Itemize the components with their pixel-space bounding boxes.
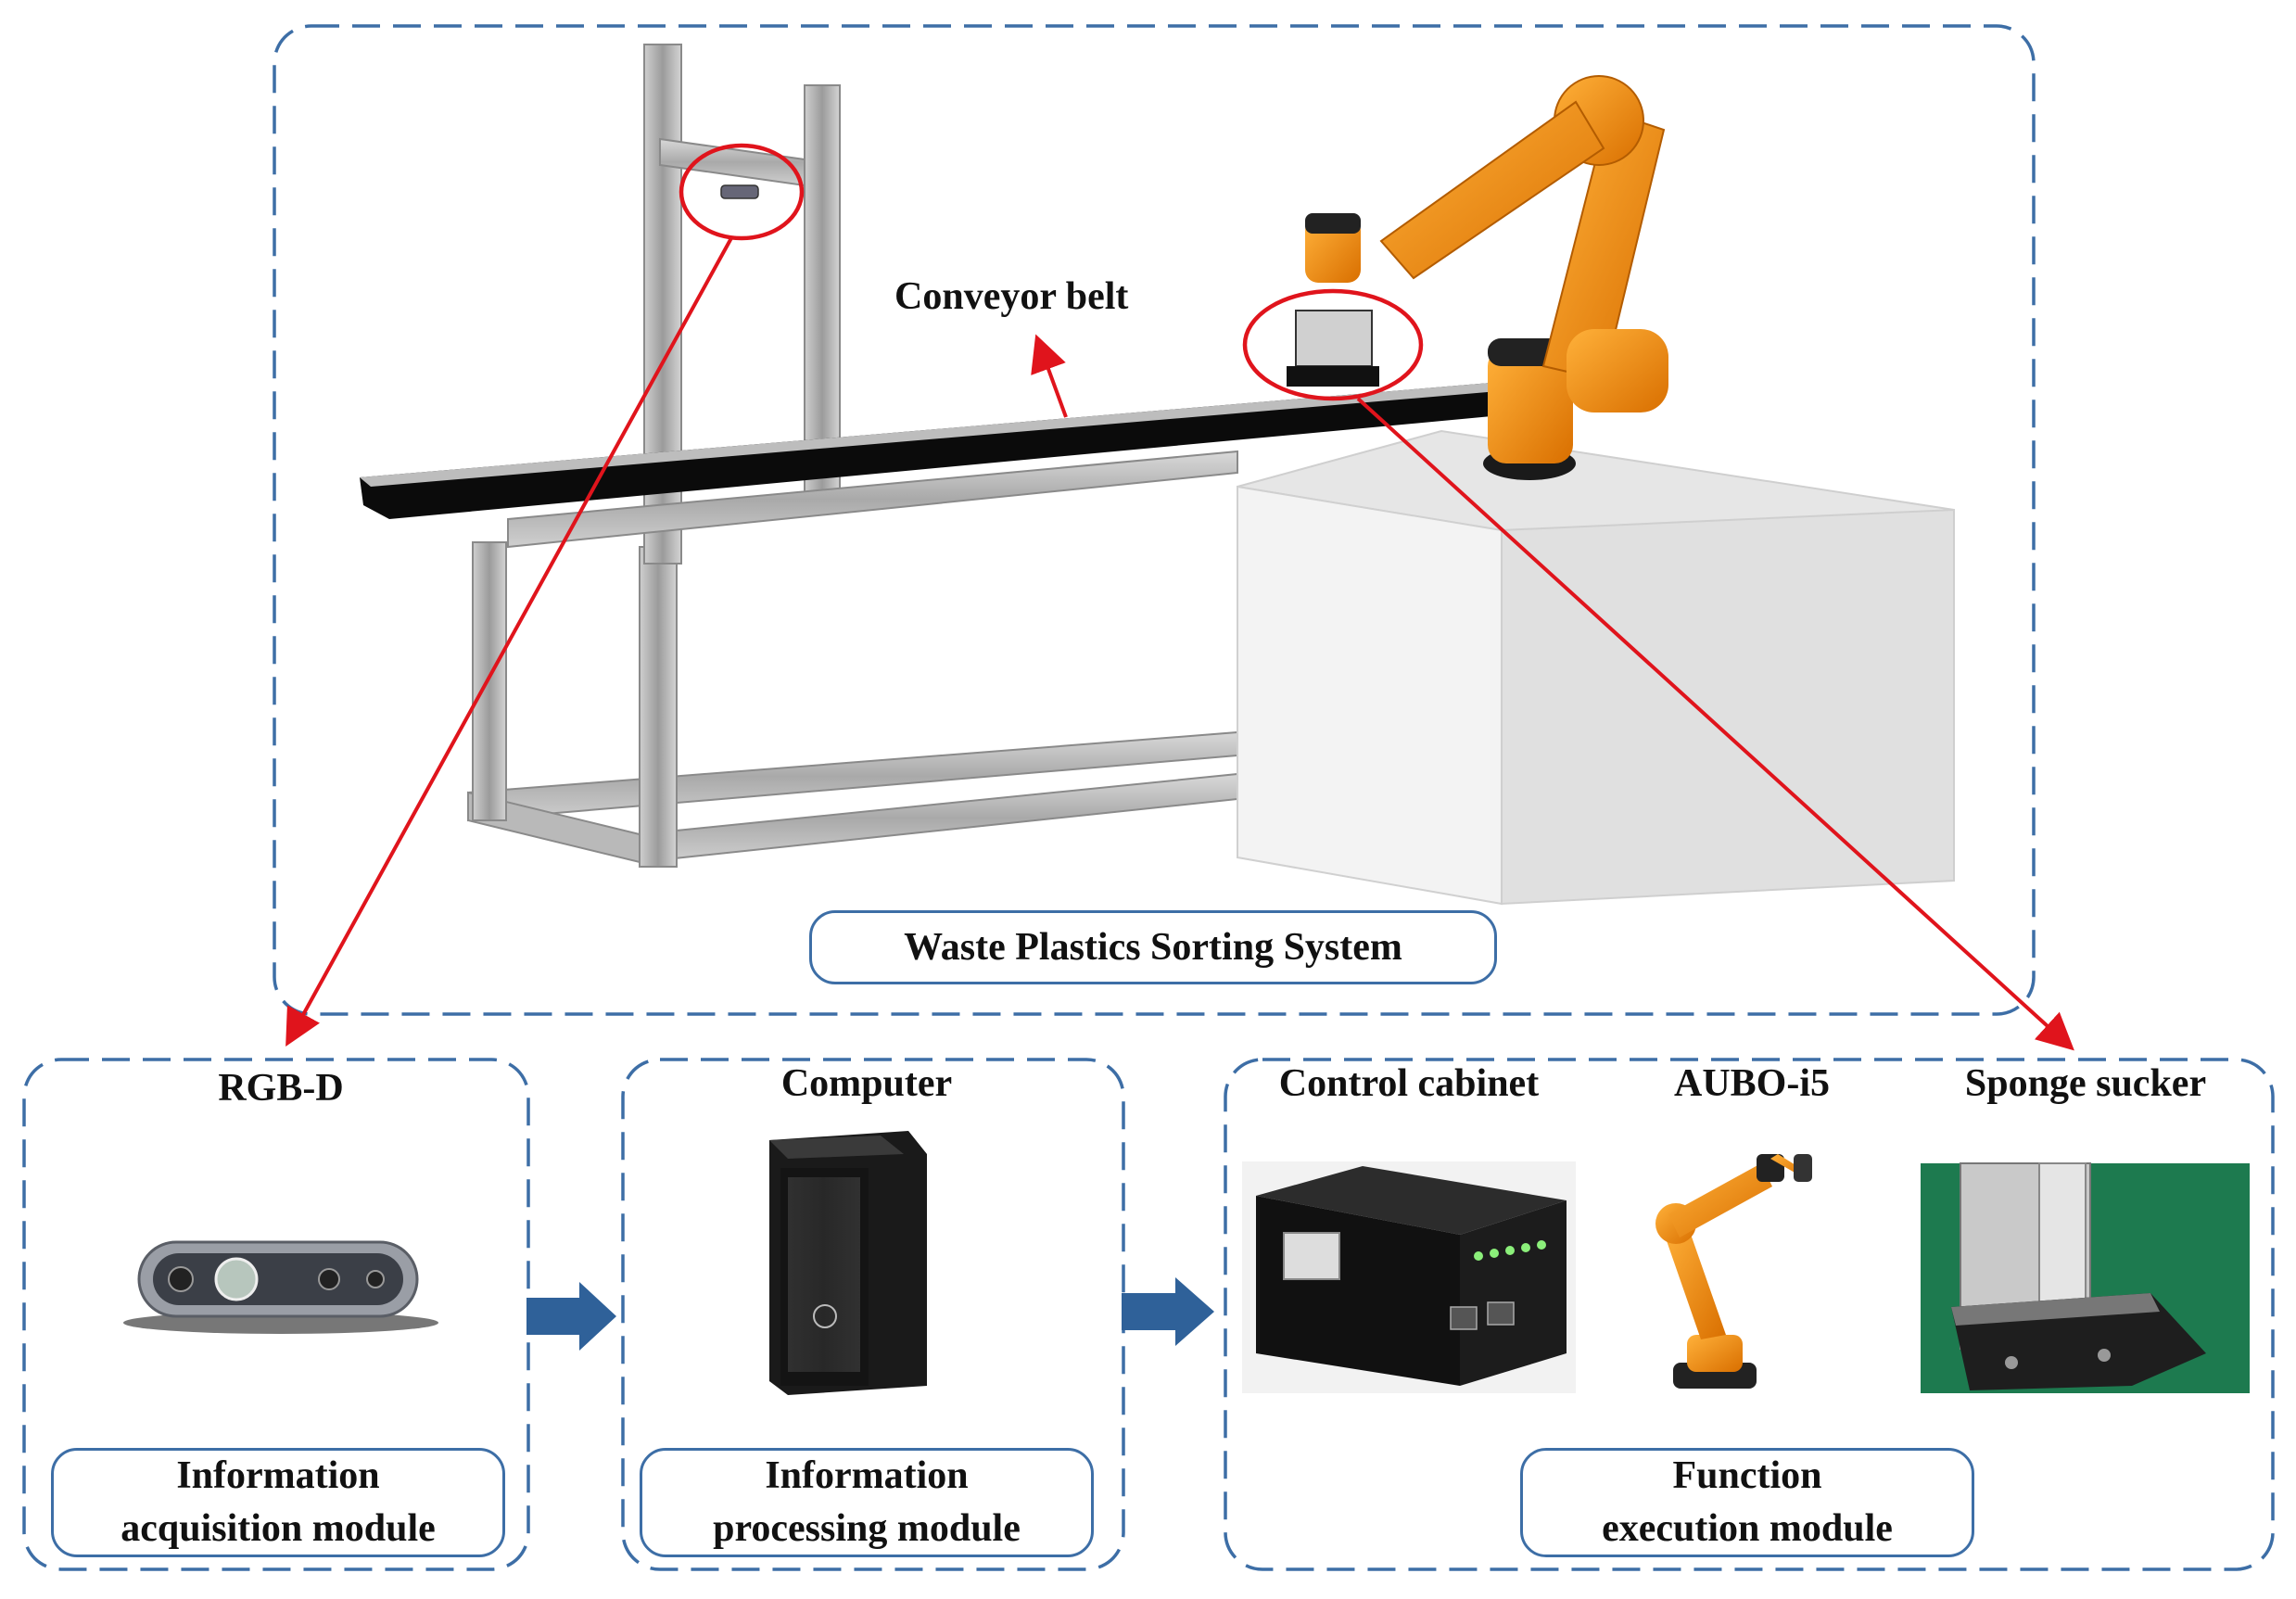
flow-arrow-2 — [1122, 1277, 1214, 1346]
acquisition-module-box: Information acquisition module — [51, 1448, 505, 1557]
camera-callout-circle — [679, 143, 805, 241]
gripper-callout-circle — [1242, 288, 1424, 401]
execution-module-frame — [1224, 1058, 2275, 1571]
sponge-sucker-image — [1921, 1162, 2250, 1393]
execution-line2: execution module — [1602, 1507, 1893, 1550]
rgbd-label: RGB-D — [218, 1067, 344, 1110]
execution-module-box: Function execution module — [1520, 1448, 1974, 1557]
system-title-box: Waste Plastics Sorting System — [809, 910, 1497, 984]
conveyor-scene — [360, 44, 1955, 906]
computer-image — [769, 1131, 927, 1395]
processing-line2: processing module — [713, 1507, 1021, 1550]
frame-leg — [472, 541, 507, 821]
camera-small — [720, 184, 759, 199]
rgbd-camera-image — [123, 1240, 438, 1334]
computer-label: Computer — [780, 1062, 953, 1105]
robot-base-joint — [1488, 348, 1573, 463]
gripper-callout-arrow — [1356, 397, 2074, 1051]
sponge-sucker-small — [1295, 310, 1373, 367]
sponge-sucker-label: Sponge sucker — [1964, 1062, 2207, 1105]
processing-module-box: Information processing module — [640, 1448, 1094, 1557]
acquisition-line1: Information — [176, 1454, 380, 1498]
frame-leg — [639, 546, 678, 868]
conveyor-belt-edge — [360, 382, 1520, 487]
robot-wrist-cap — [1305, 213, 1361, 234]
conveyor-label-arrow — [1031, 334, 1068, 418]
execution-line1: Function — [1672, 1454, 1822, 1498]
system-frame — [273, 24, 2036, 1016]
aubo-label: AUBO-i5 — [1674, 1062, 1830, 1105]
conveyor-belt-label: Conveyor belt — [894, 275, 1129, 318]
robot-wrist — [1305, 218, 1361, 283]
control-cabinet-label: Control cabinet — [1278, 1062, 1540, 1105]
conveyor-side-rail — [507, 450, 1238, 549]
conveyor-belt — [360, 382, 1529, 519]
control-cabinet-image — [1242, 1161, 1576, 1393]
box-side — [1501, 508, 1955, 906]
gantry-upright-right — [804, 84, 841, 494]
aubo-arm-image — [1655, 1154, 1812, 1389]
robot-forearm — [1379, 100, 1605, 280]
box-front — [1237, 485, 1503, 906]
flow-arrow-1 — [526, 1282, 616, 1351]
acquisition-line2: acquisition module — [121, 1507, 436, 1550]
system-title: Waste Plastics Sorting System — [904, 925, 1402, 969]
gantry-crossbar — [659, 137, 806, 187]
sponge-pad — [1287, 366, 1379, 387]
camera-callout-arrow — [285, 235, 734, 1047]
robot-shoulder — [1567, 329, 1668, 412]
processing-line1: Information — [765, 1454, 969, 1498]
